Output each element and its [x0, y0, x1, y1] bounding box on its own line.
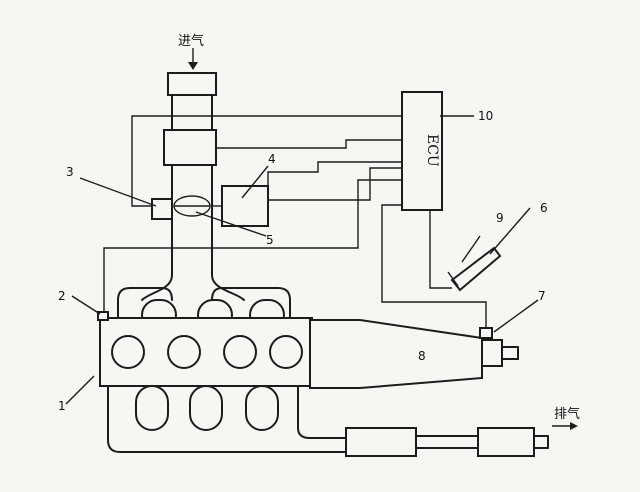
oxygen-sensor [479, 327, 493, 339]
label-3: 3 [66, 165, 74, 179]
air-filter [167, 72, 217, 96]
intake-arrow [188, 48, 198, 70]
leader-lines [65, 115, 539, 405]
airflow-meter [163, 129, 217, 166]
coolant-sensor [97, 311, 109, 321]
exhaust-manifold [107, 385, 347, 453]
exhaust-arrow [552, 422, 578, 430]
engine-block [99, 317, 313, 387]
label-9: 9 [496, 211, 504, 225]
label-5: 5 [266, 233, 274, 247]
label-4: 4 [268, 152, 276, 166]
label-7: 7 [538, 289, 546, 303]
label-8: 8 [418, 349, 426, 363]
throttle-position-sensor [151, 198, 173, 220]
muffler-rear [477, 427, 535, 457]
exhaust-pipe [345, 427, 549, 457]
fuel-injector [447, 235, 502, 292]
idle-control-valve [221, 185, 269, 227]
label-10: 10 [478, 109, 493, 123]
label-6: 6 [540, 201, 548, 215]
label-1: 1 [58, 399, 66, 413]
label-2: 2 [58, 289, 66, 303]
intake-label: 进气 [178, 33, 204, 49]
exhaust-label: 排气 [554, 406, 580, 422]
ecu-box [401, 91, 443, 211]
exhaust-converter [309, 319, 519, 389]
ecu-label: ECU [424, 134, 440, 167]
muffler-front [345, 427, 417, 457]
cylinders [111, 335, 303, 369]
control-wires [103, 115, 487, 330]
